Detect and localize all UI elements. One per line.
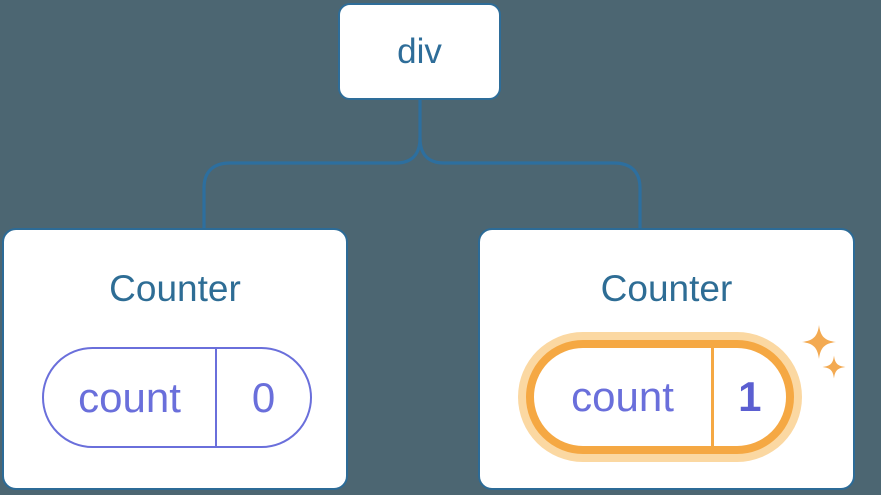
sparkle-small [822, 355, 846, 379]
state-value-cell: 0 [217, 349, 310, 446]
state-name: count [78, 373, 181, 421]
state-name: count [571, 373, 674, 420]
connector-branch-right [418, 137, 642, 229]
counter-card-left: Counter count 0 [2, 228, 348, 490]
root-node-label: div [397, 32, 442, 71]
state-pill-highlighted: count 1 [526, 340, 794, 454]
state-name-cell: count [534, 348, 711, 446]
root-node-div: div [338, 3, 501, 100]
state-value-cell: 1 [714, 348, 787, 446]
counter-title: Counter [109, 268, 241, 309]
pill-divider [711, 348, 714, 446]
state-value: 0 [251, 373, 276, 421]
sparkle-large [802, 325, 836, 359]
pill-divider [215, 349, 217, 446]
state-value: 1 [738, 373, 762, 420]
counter-title: Counter [600, 268, 733, 309]
counter-card-right: Counter count 1 [478, 228, 855, 490]
connector-branch-left [202, 137, 422, 229]
state-pill: count 0 [42, 347, 312, 448]
state-name-cell: count [44, 349, 215, 446]
